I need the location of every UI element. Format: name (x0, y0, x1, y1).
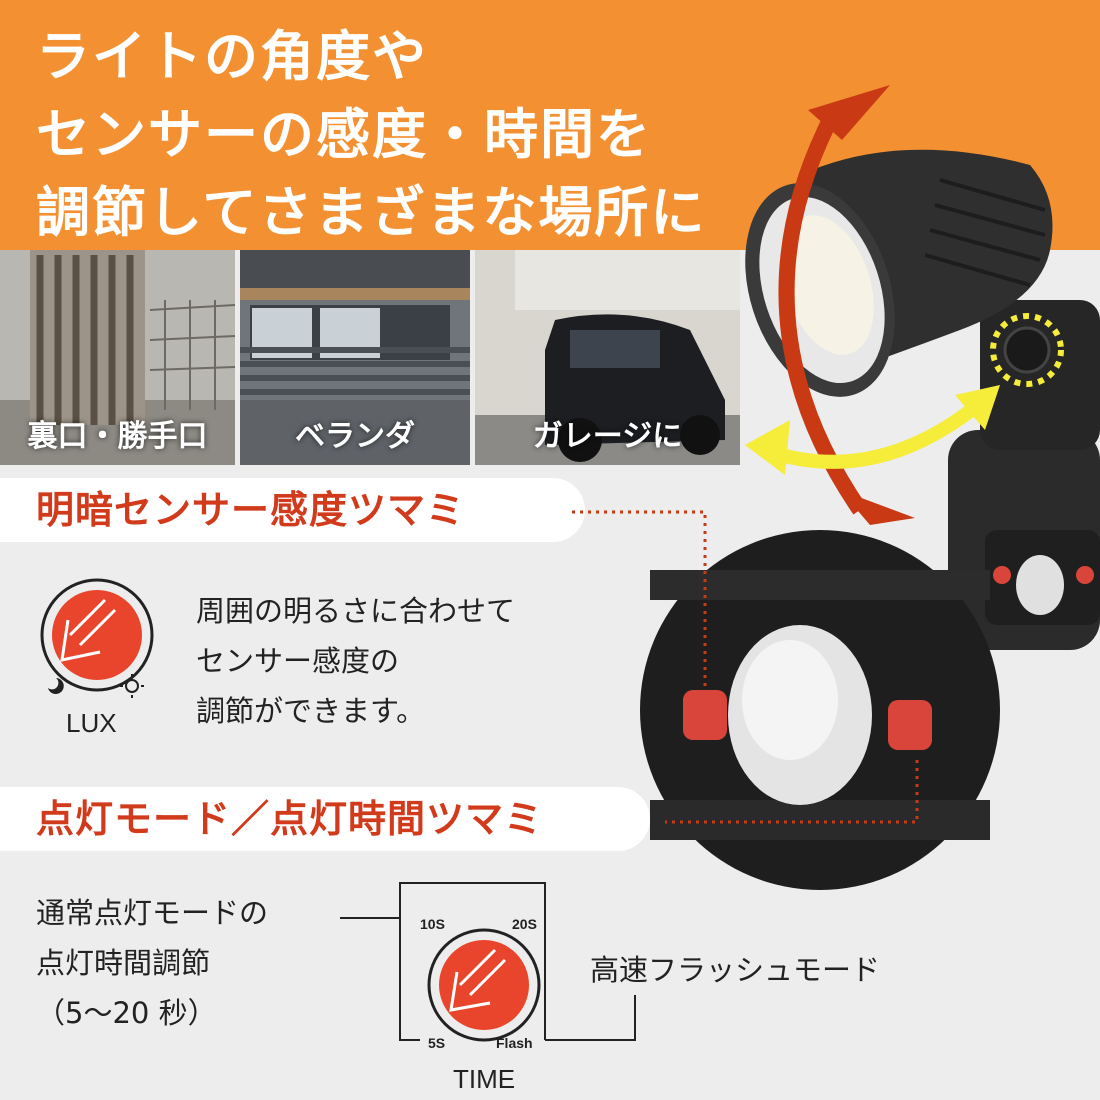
lux-section-banner (0, 478, 585, 542)
headline-line-2: センサーの感度・時間を (36, 103, 652, 166)
time-section-banner (0, 787, 650, 851)
photo-veranda: ベランダ (240, 250, 470, 465)
time-tick-20s: 20S (512, 916, 537, 932)
moon-icon (48, 678, 64, 694)
lux-description: 周囲の明るさに合わせて センサー感度の 調節ができます。 (196, 586, 515, 736)
lux-description-line-3: 調節ができます。 (196, 694, 426, 728)
normal-mode-line-1: 通常点灯モードの (36, 896, 269, 930)
time-knob-label: TIME (453, 1064, 516, 1094)
flash-mode-description: 高速フラッシュモード (590, 953, 881, 987)
headline: ライトの角度や センサーの感度・時間を 調節してさまざまな場所に (36, 18, 706, 252)
photo-strip: 裏口・勝手口 ベランダ ガレージに (0, 250, 740, 465)
photo-caption-veranda: ベランダ (295, 419, 415, 454)
photo-back-door: 裏口・勝手口 (0, 250, 235, 465)
headline-line-3: 調節してさまざまな場所に (36, 181, 707, 244)
normal-mode-line-3: （5～20 秒） (36, 996, 217, 1030)
normal-mode-description: 通常点灯モードの 点灯時間調節 （5～20 秒） (36, 888, 268, 1038)
photo-garage: ガレージに (475, 250, 740, 465)
lux-knob-label: LUX (66, 708, 117, 738)
lux-description-line-2: センサー感度の (196, 644, 400, 678)
garage-image (475, 250, 740, 465)
photo-caption-garage: ガレージに (532, 419, 683, 454)
headline-line-1: ライトの角度や (36, 25, 428, 88)
lux-section-title: 明暗センサー感度ツマミ (36, 488, 466, 532)
sun-icon (120, 674, 144, 698)
time-tick-10s: 10S (420, 916, 445, 932)
lux-description-line-1: 周囲の明るさに合わせて (196, 594, 516, 628)
time-tick-5s: 5S (428, 1035, 446, 1051)
back-door-image (0, 250, 235, 465)
time-tick-flash: Flash (496, 1035, 533, 1051)
normal-mode-line-2: 点灯時間調節 (36, 946, 211, 980)
time-section-title: 点灯モード／点灯時間ツマミ (36, 797, 544, 841)
veranda-image (240, 250, 470, 465)
header-banner: ライトの角度や センサーの感度・時間を 調節してさまざまな場所に (0, 0, 1100, 250)
photo-caption-back-door: 裏口・勝手口 (27, 419, 208, 454)
